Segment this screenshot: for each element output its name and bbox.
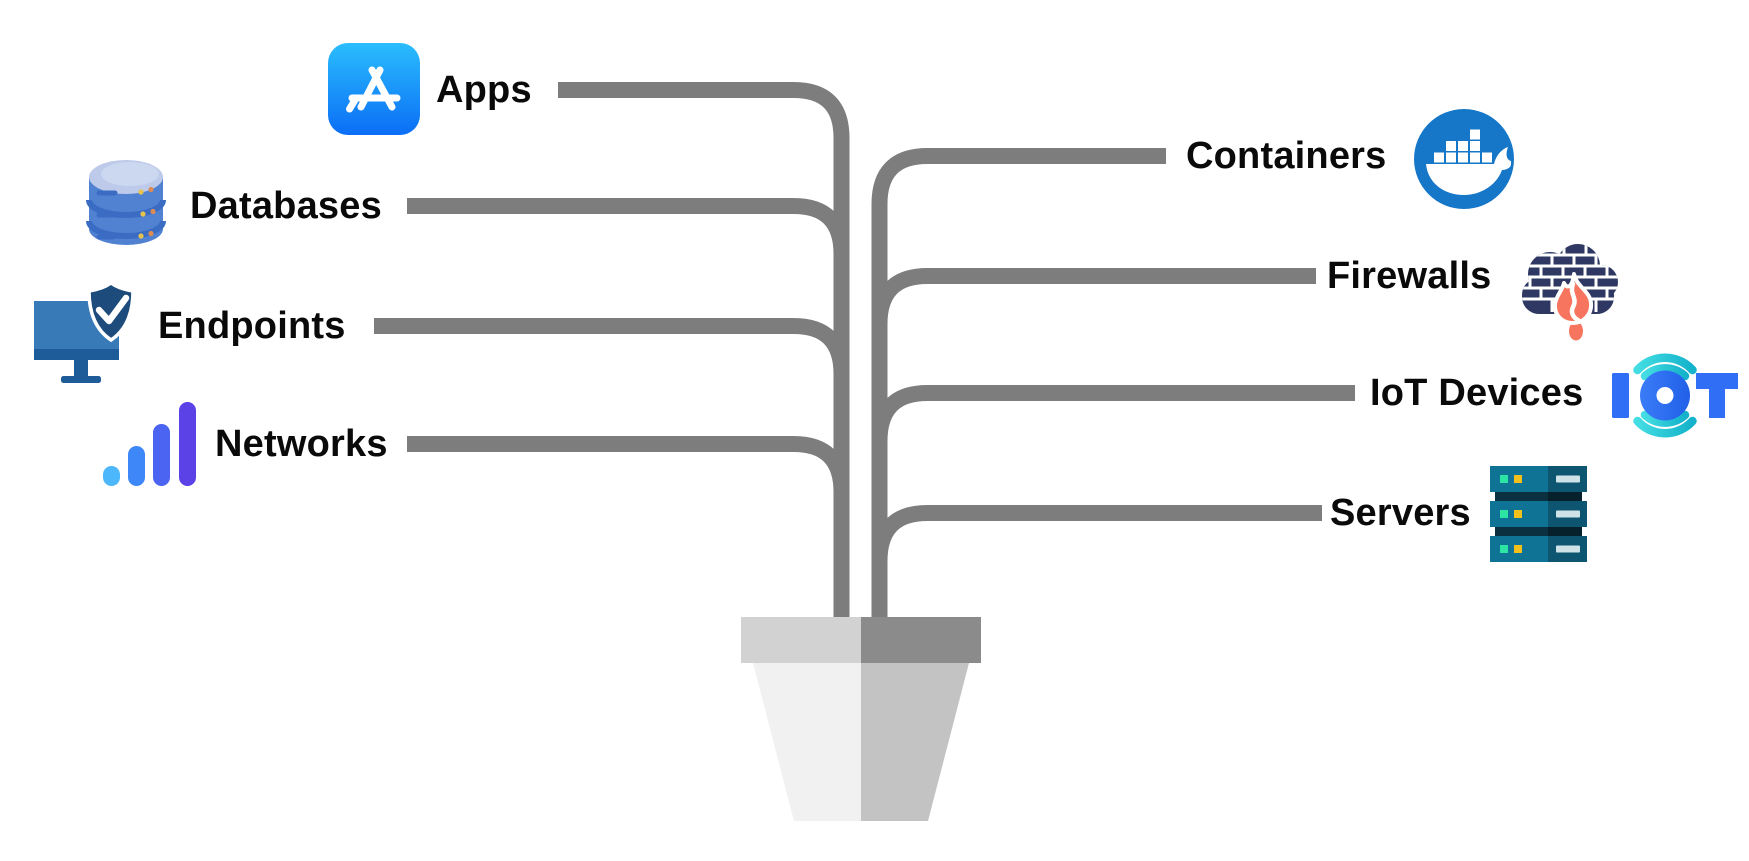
node-label-containers: Containers xyxy=(1186,135,1387,177)
firewall-icon xyxy=(1516,234,1620,342)
network-signal-icon xyxy=(103,400,196,486)
plant-pot xyxy=(741,617,981,821)
branch-line-endpoints xyxy=(374,318,850,620)
endpoint-security-icon xyxy=(33,280,136,383)
branch-line-networks xyxy=(407,436,850,620)
docker-icon xyxy=(1412,107,1516,211)
node-label-iot-devices: IoT Devices xyxy=(1370,372,1584,414)
database-icon xyxy=(85,155,167,255)
branch-line-servers xyxy=(871,505,1322,620)
branch-line-containers xyxy=(871,148,1166,620)
branch-line-firewalls xyxy=(871,268,1316,620)
node-label-firewalls: Firewalls xyxy=(1327,255,1492,297)
node-label-databases: Databases xyxy=(190,185,382,227)
server-rack-icon xyxy=(1490,466,1587,562)
branch-line-databases xyxy=(407,198,850,620)
node-label-endpoints: Endpoints xyxy=(158,305,346,347)
node-label-servers: Servers xyxy=(1330,492,1471,534)
iot-icon xyxy=(1612,346,1738,442)
node-label-networks: Networks xyxy=(215,423,388,465)
app-store-icon xyxy=(328,43,420,135)
branch-line-iot xyxy=(871,385,1355,620)
node-label-apps: Apps xyxy=(436,69,532,111)
branch-line-apps xyxy=(558,82,850,620)
